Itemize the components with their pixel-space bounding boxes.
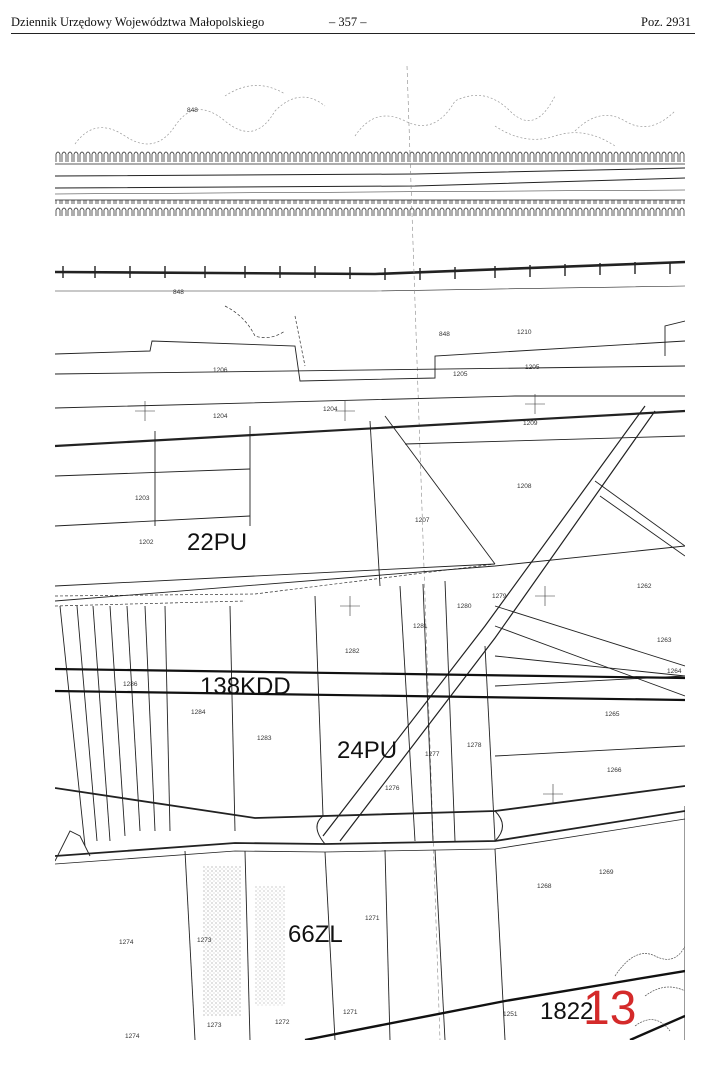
parcel-label: 1205 <box>453 371 468 378</box>
map-drawing: 848 848 848 1210 1205 1205 1206 1204 120… <box>55 66 685 1040</box>
parcel-label: 1202 <box>139 539 154 546</box>
parcel-label: 1274 <box>125 1033 140 1040</box>
zoning-map: 848 848 848 1210 1205 1205 1206 1204 120… <box>55 66 685 1040</box>
parcel-label: 1278 <box>467 742 482 749</box>
parcel-label: 1205 <box>525 364 540 371</box>
parcel-label: 1251 <box>503 1011 518 1018</box>
parcel-label: 1284 <box>191 709 206 716</box>
parcel-label: 1210 <box>517 329 532 336</box>
parcel-boundaries-low <box>55 806 685 1040</box>
header-rule <box>11 33 695 34</box>
parcel-boundaries-mid <box>55 545 685 847</box>
publication-title: Dziennik Urzędowy Województwa Małopolski… <box>11 15 265 29</box>
parcel-label: 1262 <box>637 583 652 590</box>
parcel-label: 1277 <box>425 751 440 758</box>
zone-label-1822: 1822 <box>540 998 593 1025</box>
survey-line <box>406 66 441 1040</box>
parcel-label: 1203 <box>135 495 150 502</box>
fence-strip <box>55 200 685 216</box>
parcel-label: 1279 <box>492 593 507 600</box>
parcel-label: 848 <box>173 289 184 296</box>
parcel-label: 1209 <box>523 420 538 427</box>
parcel-label: 1271 <box>343 1009 358 1016</box>
kdd-road <box>55 667 685 702</box>
parcel-label: 1274 <box>119 939 134 946</box>
road-ticks <box>62 262 671 280</box>
survey-crosses <box>135 394 563 804</box>
parcel-label: 1281 <box>413 623 428 630</box>
zone-label-138kdd: 138KDD <box>200 673 291 700</box>
parcel-label: 1204 <box>323 406 338 413</box>
parcel-label: 1208 <box>517 483 532 490</box>
dashed-boundaries <box>55 305 496 607</box>
parcel-label: 1276 <box>385 785 400 792</box>
parcel-label: 1272 <box>275 1019 290 1026</box>
bottom-scribble <box>614 945 685 1032</box>
parcel-label: 1269 <box>599 869 614 876</box>
parcel-label: 1286 <box>123 681 138 688</box>
parcel-label: 1204 <box>213 413 228 420</box>
parcel-label: 1265 <box>605 711 620 718</box>
sheet-number: 13 <box>583 982 636 1035</box>
parcel-label: 1268 <box>537 883 552 890</box>
zone-label-24pu: 24PU <box>337 737 397 764</box>
road-lines <box>55 167 685 292</box>
parcel-label: 1207 <box>415 517 430 524</box>
fence-strip <box>55 150 685 164</box>
zone-label-22pu: 22PU <box>187 529 247 556</box>
woodland-hatch <box>255 886 285 1006</box>
lower-road <box>55 785 685 865</box>
bottom-boundary <box>304 969 685 1040</box>
parcel-label: 1283 <box>257 735 272 742</box>
parcel-label: 1271 <box>365 915 380 922</box>
parcel-label: 1282 <box>345 648 360 655</box>
parcel-labels: 848 848 848 1210 1205 1205 1206 1204 120… <box>119 107 682 1040</box>
contour-lines <box>74 85 676 147</box>
parcel-label: 1280 <box>457 603 472 610</box>
diagonal-road <box>322 405 656 842</box>
parcel-label: 1263 <box>657 637 672 644</box>
woodland-hatch <box>203 866 241 1016</box>
parcel-label: 848 <box>187 107 198 114</box>
parcel-label: 848 <box>439 331 450 338</box>
zone-label-66zl: 66ZL <box>288 921 343 948</box>
parcel-label: 1264 <box>667 668 682 675</box>
parcel-label: 1273 <box>207 1022 222 1029</box>
position-number: Poz. 2931 <box>641 15 691 29</box>
parcel-label: 1266 <box>607 767 622 774</box>
page-header: Dziennik Urzędowy Województwa Małopolski… <box>11 11 695 33</box>
parcel-label: 1206 <box>213 367 228 374</box>
parcel-label: 1273 <box>197 937 212 944</box>
page-number: – 357 – <box>329 15 367 29</box>
parcel-boundaries <box>55 320 685 587</box>
